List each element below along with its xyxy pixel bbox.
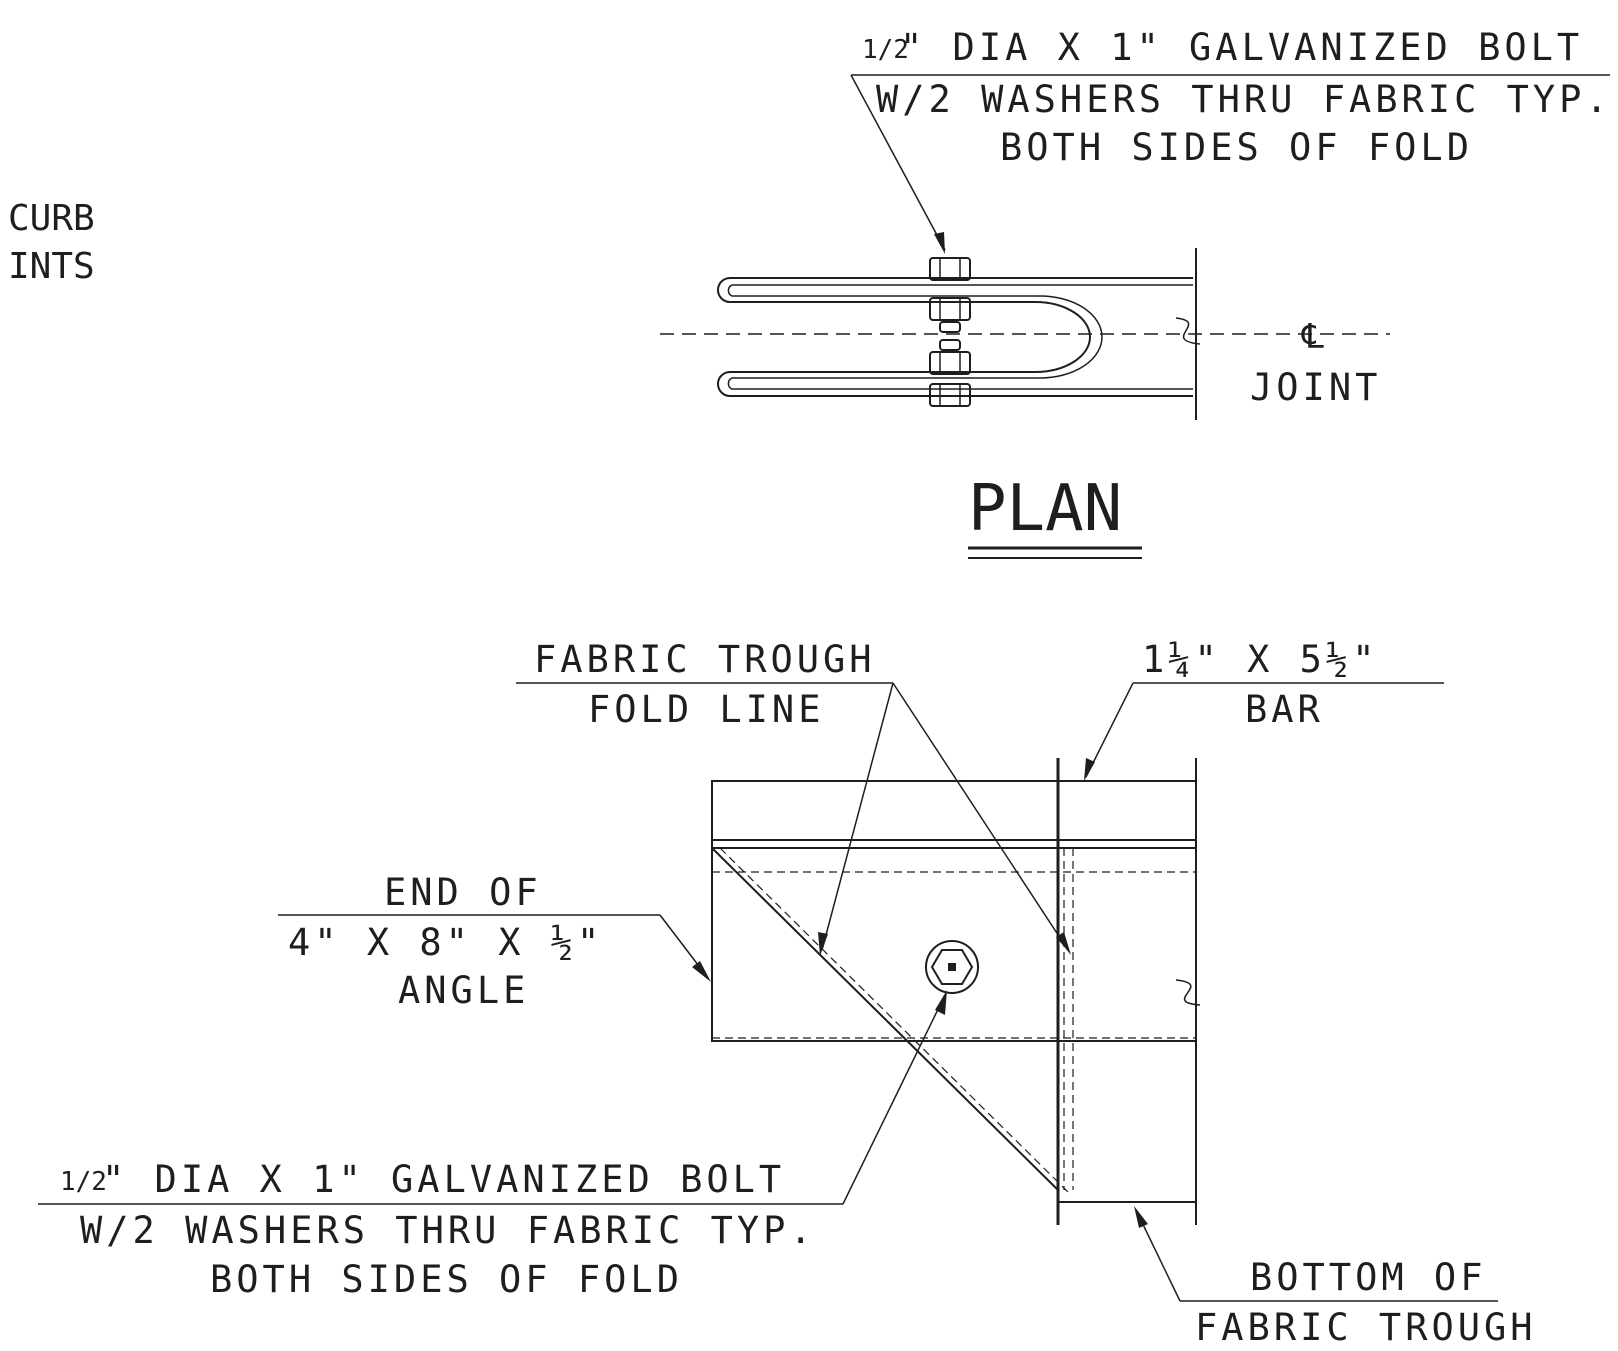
plan-bolt-top [929,257,971,333]
detail-bolt-leader [842,994,946,1205]
angle-note-line1: END OF [384,871,542,914]
bar-leader [1085,682,1134,778]
angle-note-line2: 4" X 8" X ½" [288,921,603,964]
fold-line-diagonal [711,847,1059,1191]
partial-note-line1: CURB [8,198,95,239]
angle-outline [711,780,1197,1042]
angle-leader-arrow [692,961,711,982]
partial-note-line2: INTS [8,246,95,287]
detail-bolt-note-line1: " DIA X 1" GALVANIZED BOLT [102,1158,785,1201]
angle-note-line3: ANGLE [398,969,529,1012]
detail-bolt-note-fraction: 1/2 [60,1167,107,1197]
detail-bolt-note-line3: BOTH SIDES OF FOLD [210,1258,683,1301]
plan-bolt-bottom [929,339,971,407]
fold-leader-2 [892,682,1069,951]
plan-joint-label: JOINT [1250,366,1381,409]
detail-bolt-leader-arrow [935,990,947,1015]
right-break-symbol [1175,979,1201,1006]
detail-bolt [925,940,979,994]
plan-title: PLAN [968,472,1122,546]
fold-line-hidden [719,847,1069,1193]
plan-bolt-note-line1: " DIA X 1" GALVANIZED BOLT [900,26,1583,69]
bottom-note-line1: BOTTOM OF [1250,1256,1486,1299]
plan-bolt-note-line3: BOTH SIDES OF FOLD [1000,126,1473,169]
bar-note-line2: BAR [1245,688,1324,731]
plan-break-symbol [1175,317,1201,345]
plan-centerline-symbol: ℄ [1301,317,1324,357]
fold-note-line1: FABRIC TROUGH [534,638,876,681]
plan-fabric-outer [717,277,1193,397]
bar-leader-arrow [1084,758,1095,781]
bottom-leader-arrow [1134,1206,1148,1228]
plan-bolt-note-line2: W/2 WASHERS THRU FABRIC TYP. [876,78,1612,121]
bar-note-line1: 1¼" X 5½" [1142,638,1378,681]
plan-fabric-inner [727,284,1193,390]
fold-note-line2: FOLD LINE [588,688,824,731]
plan-view: 1/2 " DIA X 1" GALVANIZED BOLT W/2 WASHE… [660,26,1612,559]
detail-view: FABRIC TROUGH FOLD LINE 1¼" X 5½" BAR [38,638,1537,1349]
bottom-note-line2: FABRIC TROUGH [1195,1306,1537,1349]
plan-bolt-leader [850,74,946,251]
detail-bolt-note-line2: W/2 WASHERS THRU FABRIC TYP. [80,1209,816,1252]
fold-leader-1-arrow [818,932,828,956]
fold-leader-1 [821,682,894,951]
plan-bolt-leader-arrow [934,232,945,254]
plan-bolt-note-fraction: 1/2 [862,35,909,65]
